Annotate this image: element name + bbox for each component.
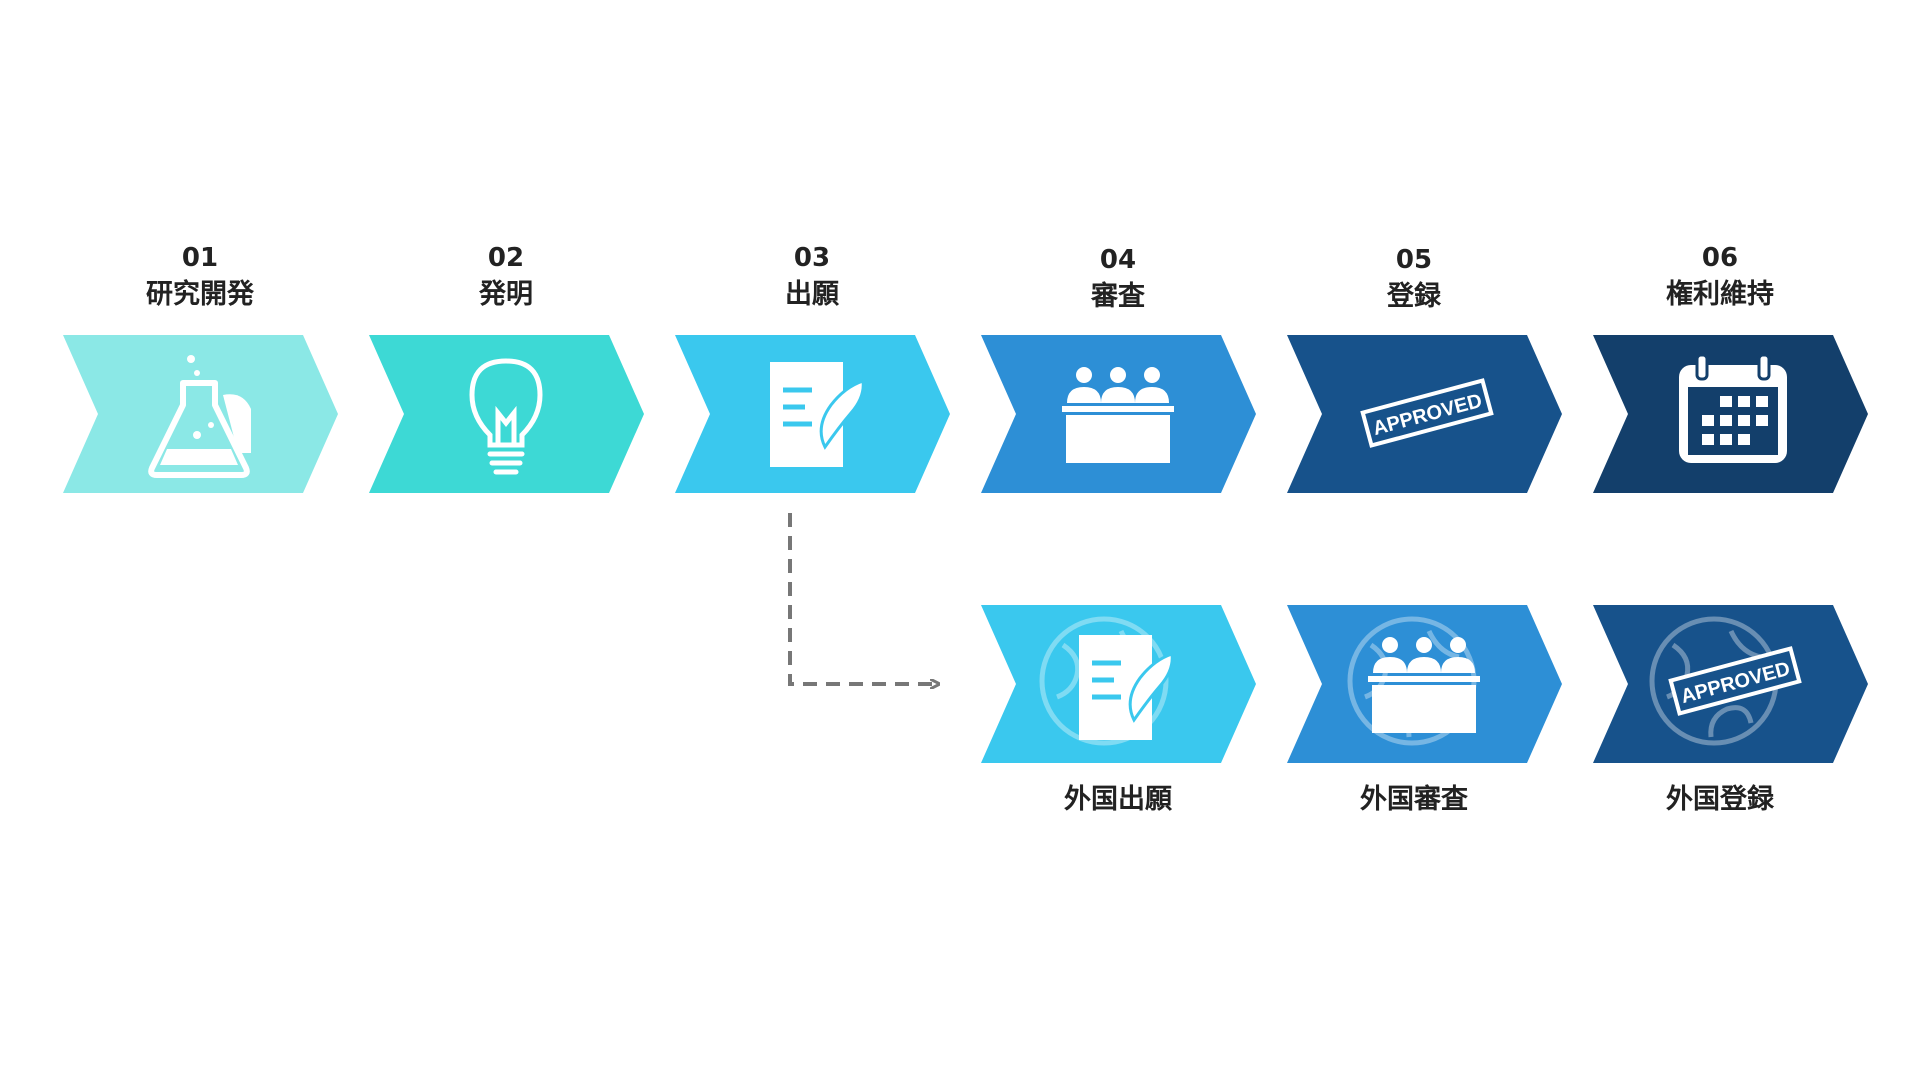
foreign-label-2: 外国審査 — [1274, 784, 1554, 816]
step-number-3: 03 — [672, 243, 952, 273]
step-number-4: 04 — [978, 245, 1258, 275]
step-number-1: 01 — [60, 243, 340, 273]
chevron-step-1 — [63, 335, 338, 493]
step-label-3: 出願 — [672, 279, 952, 311]
chevron-step-6 — [1593, 335, 1868, 493]
foreign-label-1: 外国出願 — [978, 784, 1258, 816]
step-label-5: 登録 — [1274, 281, 1554, 313]
chevron-foreign-3: APPROVED — [1593, 605, 1868, 763]
chevron-step-5: APPROVED — [1287, 335, 1562, 493]
chevron-step-2 — [369, 335, 644, 493]
chevron-shape — [63, 335, 338, 493]
foreign-label-3: 外国登録 — [1580, 784, 1860, 816]
step-label-2: 発明 — [366, 279, 646, 311]
step-number-5: 05 — [1274, 245, 1554, 275]
step-label-4: 審査 — [978, 281, 1258, 313]
step-number-2: 02 — [366, 243, 646, 273]
step-number-6: 06 — [1580, 243, 1860, 273]
chevron-shape — [981, 335, 1256, 493]
chevron-foreign-2 — [1287, 605, 1562, 763]
chevron-step-4 — [981, 335, 1256, 493]
step-label-1: 研究開発 — [60, 279, 340, 311]
dashed-connector-arrow — [790, 513, 935, 684]
step-label-6: 権利維持 — [1580, 279, 1860, 311]
calendar-icon — [1679, 355, 1787, 463]
chevron-step-3 — [675, 335, 950, 493]
chevron-foreign-1 — [981, 605, 1256, 763]
